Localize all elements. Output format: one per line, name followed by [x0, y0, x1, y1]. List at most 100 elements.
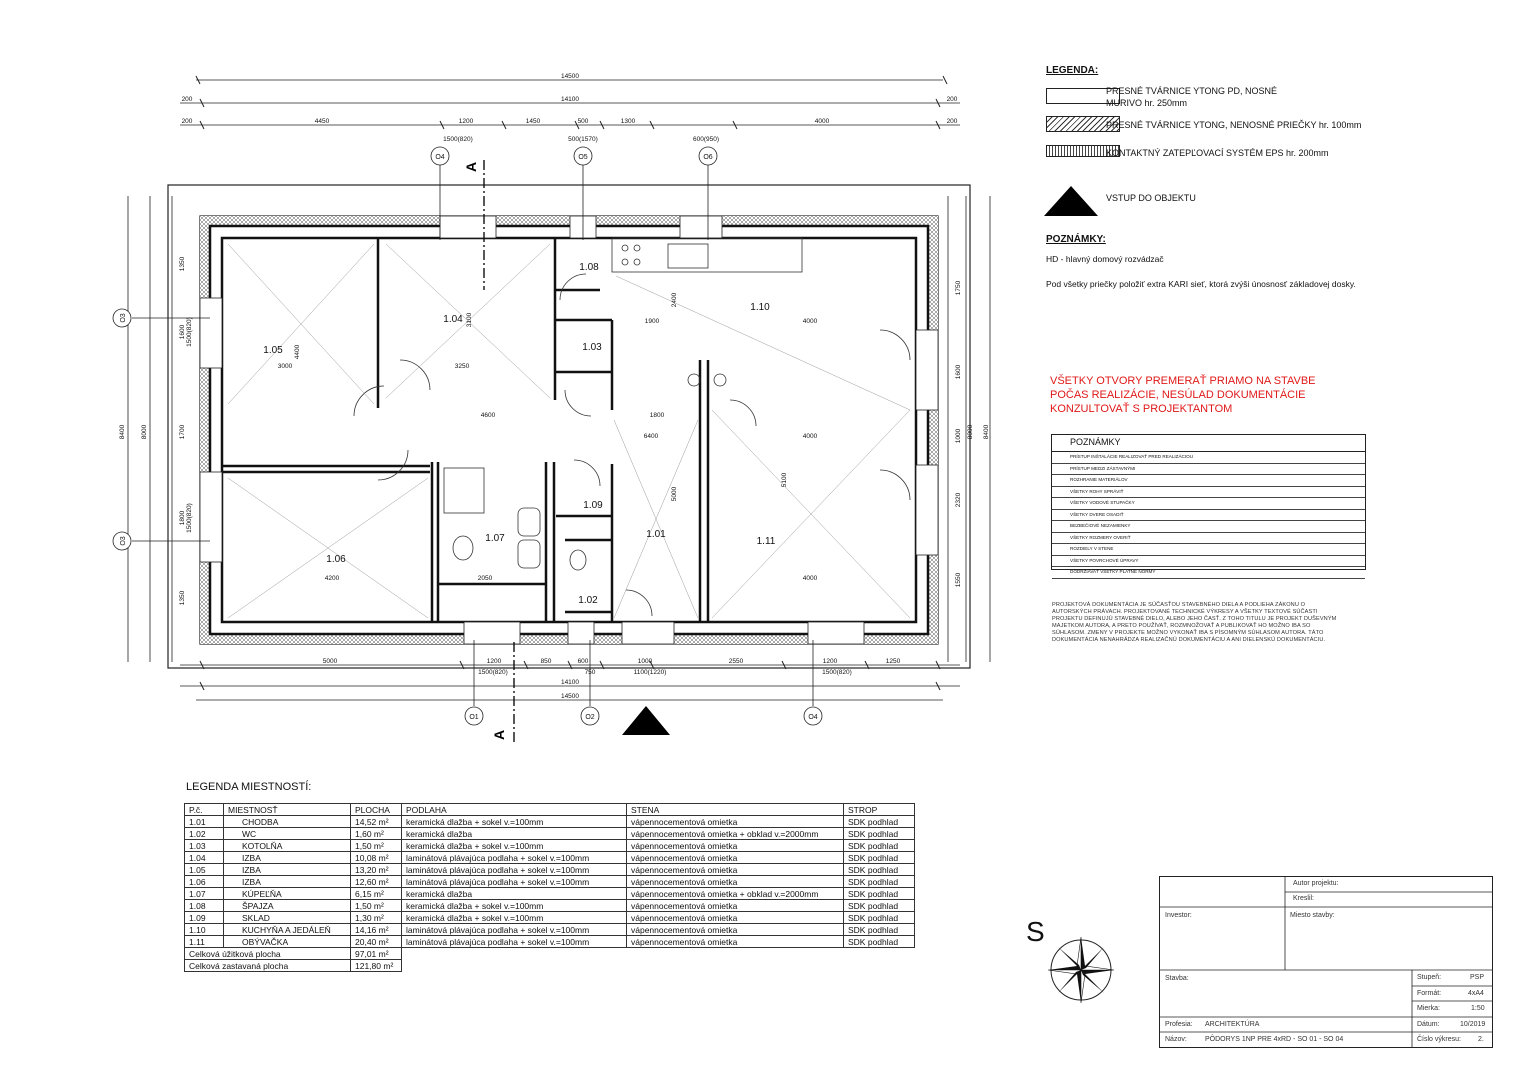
dim-top-total: 14500: [561, 73, 579, 80]
tb-stupen-value: PSP: [1470, 974, 1485, 981]
table-cell: 1,30 m²: [350, 911, 402, 924]
dim-top-4450: 4450: [315, 118, 330, 125]
dim-bot-total: 14500: [561, 693, 579, 700]
axis-bottom-3: O4: [808, 714, 817, 721]
axis-top-2: O5: [578, 154, 587, 161]
dim-bot-window-1: 1500(820): [478, 669, 508, 676]
table-cell: 1,50 m²: [350, 899, 402, 912]
table-cell: IZBA: [223, 863, 351, 876]
room-dim: 4000: [803, 575, 818, 582]
room-label: 1.11: [757, 536, 776, 547]
notes-table-text: DODRŽIAVAŤ VŠETKY PLATNÉ NORMY: [1070, 569, 1156, 574]
legend-swatch-eps: [1046, 145, 1120, 157]
axis-top-3: O6: [703, 154, 712, 161]
dim-top-200-b: 200: [947, 96, 958, 103]
table-header-row: P.č. MIESTNOSŤ PLOCHA PODLAHA STENA STRO…: [184, 803, 915, 816]
axis-bottom-2: O2: [585, 714, 594, 721]
table-cell: 12,60 m²: [350, 875, 402, 888]
table-cell: 13,20 m²: [350, 863, 402, 876]
room-label: 1.05: [263, 345, 283, 356]
tb-investor-label: Investor:: [1165, 912, 1192, 919]
notes-table-text: PRÍSTUP INŠTALÁCIE REALIZOVAŤ PRED REALI…: [1070, 454, 1194, 459]
tb-autor-label: Autor projektu:: [1293, 880, 1339, 887]
notes-title: POZNÁMKY:: [1046, 234, 1106, 245]
table-cell: 1.05: [184, 863, 224, 876]
total-value: 121,80 m²: [350, 959, 402, 972]
dim-right-1750: 1750: [955, 280, 962, 295]
notes-table-text: VŠETKY ROHY SPRÁVIŤ: [1070, 488, 1124, 494]
room-dim: 2400: [671, 292, 678, 307]
table-cell: SDK podhlad: [843, 899, 915, 912]
tb-nazov-label: Názov:: [1165, 1036, 1187, 1043]
dim-right-inner: 8000: [967, 424, 974, 439]
legend-swatch-partition: [1046, 116, 1120, 132]
table-cell: vápennocementová omietka: [626, 935, 844, 948]
section-label-bottom: A: [491, 730, 507, 740]
table-cell: laminátová plávajúca podlaha + sokel v.=…: [401, 863, 627, 876]
room-dim: 3000: [278, 363, 293, 370]
table-cell: OBÝVAČKA: [223, 935, 351, 948]
legend-label: KONTAKTNÝ ZATEPĽOVACÍ SYSTÉM EPS hr. 200…: [1106, 148, 1329, 158]
tb-format-label: Formát:: [1417, 990, 1442, 997]
table-cell: keramická dlažba + sokel v.=100mm: [401, 899, 627, 912]
table-cell: 1.09: [184, 911, 224, 924]
legend-label: VSTUP DO OBJEKTU: [1106, 193, 1196, 203]
room-dim: 6400: [644, 433, 659, 440]
tb-cislo-value: 2.: [1478, 1036, 1484, 1043]
table-cell: 1.02: [184, 827, 224, 840]
notes-table-text: ROZHRANIE MATERIÁLOV: [1070, 477, 1128, 482]
room-dim: 4600: [481, 412, 496, 419]
room-dim: 1800: [650, 412, 665, 419]
dim-bot-1250: 1250: [886, 658, 901, 665]
compass-label: S: [1026, 916, 1045, 947]
legend-swatch-load-bearing: [1046, 88, 1120, 104]
dim-bot-600: 600: [578, 658, 589, 665]
entrance-marker: [622, 706, 670, 735]
dim-bot-1200: 1200: [487, 658, 502, 665]
table-cell: vápennocementová omietka: [626, 923, 844, 936]
dim-bot-inner: 14100: [561, 679, 579, 686]
tb-format-value: 4xA4: [1468, 990, 1484, 997]
room-dim: 4000: [803, 433, 818, 440]
table-cell: SKLAD: [223, 911, 351, 924]
tb-miesto-label: Miesto stavby:: [1290, 912, 1335, 919]
notes-table-row: DODRŽIAVAŤ VŠETKY PLATNÉ NORMY: [1052, 567, 1365, 579]
notes-table-row: VŠETKY POVRCHOVÉ ÚPRAVY: [1052, 556, 1365, 567]
room-dim: 4200: [325, 575, 340, 582]
dim-left-inner: 8000: [141, 424, 148, 439]
table-cell: vápennocementová omietka: [626, 839, 844, 852]
room-label: 1.10: [750, 302, 770, 313]
dim-bot-5000: 5000: [323, 658, 338, 665]
dim-right-1000: 1000: [955, 428, 962, 443]
table-cell: keramická dlažba + sokel v.=100mm: [401, 839, 627, 852]
tb-nazov-value: PÔDORYS 1NP PRE 4xRD - SO 01 - SO 04: [1205, 1036, 1344, 1043]
note-line: Pod všetky priečky položiť extra KARI si…: [1046, 279, 1356, 289]
table-cell: keramická dlažba: [401, 827, 627, 840]
dim-left-1350a: 1350: [179, 256, 186, 271]
note-line: HD - hlavný domový rozvádzač: [1046, 254, 1164, 264]
tb-profesia-value: ARCHITEKTÚRA: [1205, 1021, 1260, 1028]
dim-top-inner: 14100: [561, 96, 579, 103]
tb-datum-value: 10/2019: [1460, 1021, 1486, 1028]
dim-bot-1200b: 1200: [823, 658, 838, 665]
empty-cell: [401, 959, 915, 972]
table-cell: laminátová plávajúca podlaha + sokel v.=…: [401, 875, 627, 888]
table-cell: KÚPEĽŇA: [223, 887, 351, 900]
dim-bot-window-2: 750: [585, 669, 596, 676]
notes-table-row: ROZDIELY V STENE: [1052, 544, 1365, 556]
dim-top-200-a: 200: [182, 96, 193, 103]
dim-left-1700: 1700: [179, 424, 186, 439]
legend-label: PRESNÉ TVÁRNICE YTONG, NENOSNÉ PRIEČKY h…: [1106, 120, 1362, 130]
table-cell: CHODBA: [223, 815, 351, 828]
table-cell: 10,08 m²: [350, 851, 402, 864]
dim-bot-2550: 2550: [729, 658, 744, 665]
axis-bottom-1: O1: [469, 714, 478, 721]
dim-top-200-c: 200: [182, 118, 193, 125]
col-header: PODLAHA: [401, 803, 627, 816]
table-cell: 1,50 m²: [350, 839, 402, 852]
